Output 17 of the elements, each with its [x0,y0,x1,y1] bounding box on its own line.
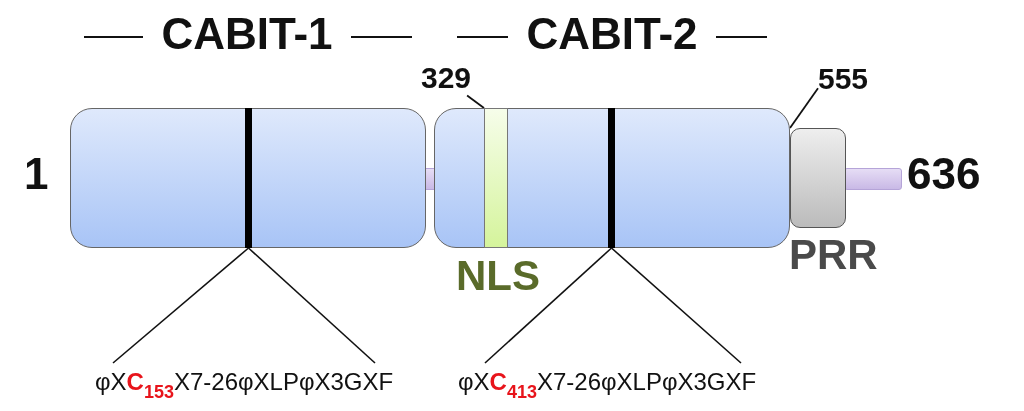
motif-sequence: φXC$_{153}$X7-26φXLPφX3GXF [95,363,394,402]
residue-number: 1 [24,149,49,200]
region-label: NLS [456,252,540,301]
residue-number: 329 [421,61,472,96]
residue-number: 555 [818,62,869,97]
callout-line [610,247,742,364]
site-marker-bar [608,108,615,248]
residue-number: 636 [907,149,981,200]
region-label: PRR [789,231,878,280]
motif-sequence: φXC$_{413}$X7-26φXLPφX3GXF [458,363,757,402]
domain-title: CABIT-1 [161,9,333,60]
callout-line [112,247,250,364]
domain-title: CABIT-2 [526,9,698,60]
site-marker-bar [245,108,252,248]
callout-line [247,247,376,364]
callout-line [484,247,613,364]
leader-line [466,94,485,109]
